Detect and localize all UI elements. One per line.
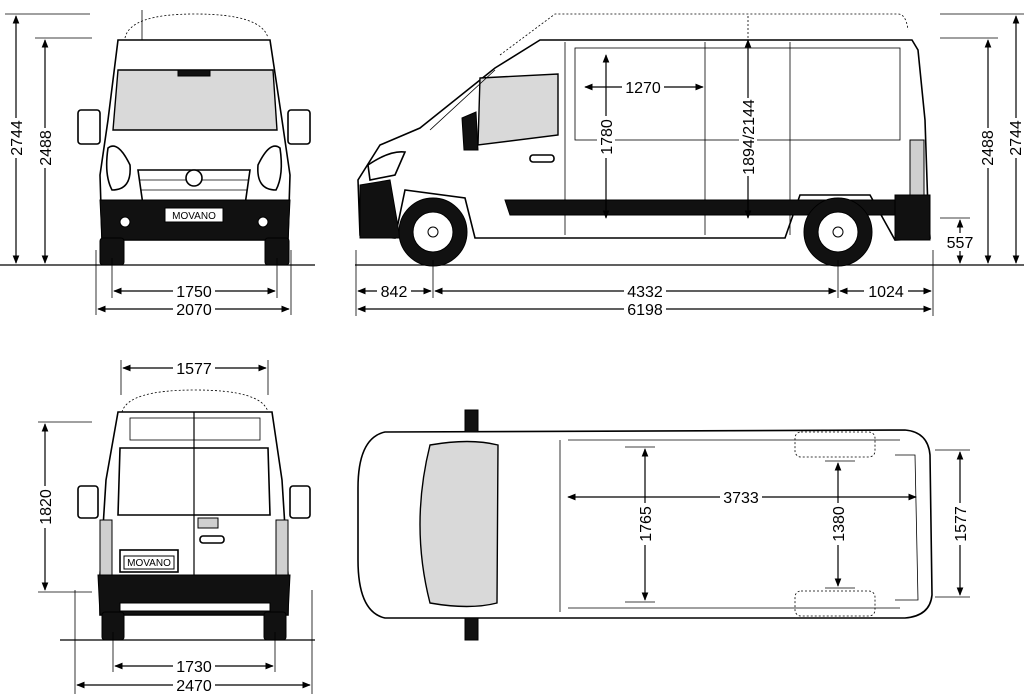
front-left-headlight [105, 145, 131, 191]
front-right-mirror [287, 109, 311, 145]
side-rear-overhang: 1024 [868, 284, 904, 301]
rear-track: 1730 [176, 659, 212, 676]
front-badge-text: MOVANO [172, 211, 216, 222]
top-left-wheel-arch [794, 431, 876, 458]
rear-right-tail-light [275, 519, 289, 576]
front-width: 2070 [176, 302, 212, 319]
rear-badge [123, 555, 175, 570]
rear-door-height: 1820 [38, 489, 55, 525]
top-left-mirror [464, 409, 479, 433]
rear-left-tail-light [99, 519, 113, 576]
front-body-height: 2488 [38, 130, 55, 166]
side-total-length: 6198 [627, 302, 663, 319]
rear-view: MOVANO 1577 1820 1730 2470 [35, 359, 315, 695]
side-door-handle [529, 154, 555, 163]
front-right-headlight [257, 145, 283, 191]
front-mirror-base [177, 69, 211, 77]
side-panel-outline [574, 47, 901, 141]
top-between-arches: 1380 [831, 506, 848, 542]
top-rear-width: 1577 [953, 506, 970, 542]
side-front-overhang: 842 [381, 284, 408, 301]
top-view: 3733 1765 1380 1577 [357, 409, 970, 641]
side-rear-bumper [894, 194, 931, 241]
top-windshield [419, 440, 499, 608]
rear-left-mirror [77, 485, 99, 519]
front-logo [185, 169, 203, 187]
front-left-foglight [119, 216, 131, 228]
side-cargo-height: 1780 [599, 119, 616, 155]
side-total-height: 2744 [1008, 120, 1024, 156]
top-right-mirror [464, 617, 479, 641]
front-track: 1750 [176, 284, 212, 301]
front-view: MOVANO 2744 2488 1750 2070 [0, 10, 315, 319]
front-windshield [112, 69, 278, 131]
rear-roof-outline [121, 389, 269, 413]
top-right-wheel-arch [794, 590, 876, 617]
side-mirror [461, 111, 479, 151]
front-total-height: 2744 [9, 120, 26, 156]
rear-door-handle [199, 535, 225, 544]
top-cargo-length: 3733 [723, 490, 759, 507]
rear-badge-text: MOVANO [127, 558, 171, 569]
side-interior-height: 1894/2144 [741, 99, 758, 175]
side-body-height: 2488 [980, 130, 997, 166]
side-roof-outline [499, 13, 909, 56]
rear-right-mirror [289, 485, 311, 519]
front-left-mirror [77, 109, 101, 145]
top-cargo-width: 1765 [638, 506, 655, 542]
side-wheelbase: 4332 [627, 284, 663, 301]
side-tail-light [909, 139, 925, 196]
front-roof-outline [124, 13, 269, 39]
front-right-foglight [257, 216, 269, 228]
side-ground-clearance: 557 [947, 235, 974, 252]
side-cab-window [477, 73, 559, 146]
side-cargo-length-upper: 1270 [625, 80, 661, 97]
rear-width: 2470 [176, 678, 212, 695]
front-badge [164, 207, 224, 223]
rear-roof-width: 1577 [176, 361, 212, 378]
side-view: 1270 1780 1894/2144 2744 2488 557 842 43… [355, 13, 1024, 319]
side-headlight [367, 150, 407, 181]
